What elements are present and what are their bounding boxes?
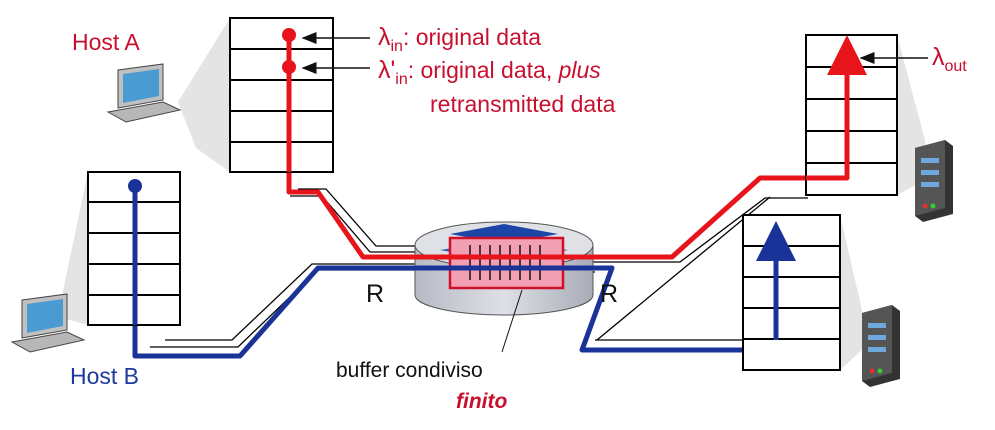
router-right-rate: R: [600, 280, 618, 308]
lambda-prime-in-point: [282, 60, 296, 74]
buffer-caption-finite: finito: [456, 390, 507, 413]
host-a-buffer: [229, 17, 334, 173]
host-b-projection: [60, 172, 88, 325]
router-left-rate: R: [366, 280, 384, 308]
server-icon: [915, 140, 953, 222]
host-b-label: Host B: [70, 363, 139, 389]
retransmitted-label: retransmitted data: [430, 91, 616, 117]
host-a-projection: [178, 18, 230, 172]
lambda-prime-in-label: λ'in: original data, plus: [378, 56, 601, 88]
server-icon: [862, 305, 900, 387]
buffer-caption: buffer condiviso: [336, 359, 483, 382]
shared-buffer: [448, 236, 565, 290]
server-bottom-buffer: [742, 214, 841, 371]
server-top-buffer: [805, 34, 898, 196]
laptop-icon: [10, 293, 86, 353]
server-bottom-projection: [840, 215, 862, 370]
lambda-in-point: [282, 28, 296, 42]
host-a-label: Host A: [72, 29, 140, 55]
lambda-in-label: λin: original data: [378, 23, 541, 55]
host-b-source-point: [128, 179, 142, 193]
laptop-icon: [106, 63, 182, 123]
lambda-out-label: λout: [932, 43, 967, 75]
buffer-pointer-line: [501, 289, 523, 353]
server-top-flow-inner: [806, 35, 867, 181]
